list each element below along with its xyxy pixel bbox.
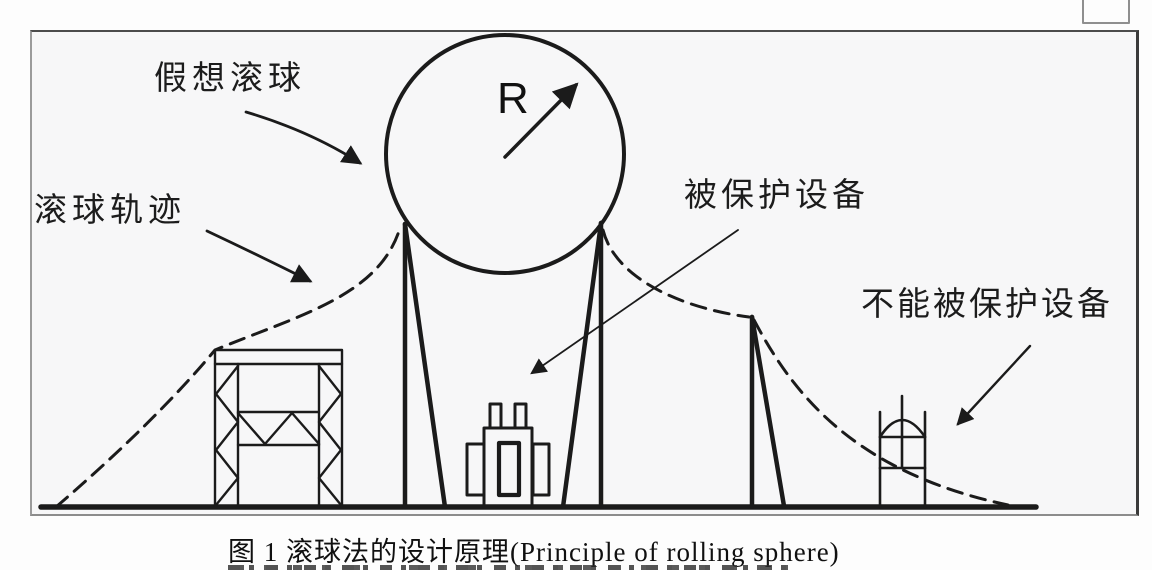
lightning-mast-far-right [749,314,787,509]
unprotected-equipment-arrow [956,344,1032,426]
lightning-mast-right [560,220,604,510]
label-protected-equipment: 被保护设备 [684,178,869,214]
label-unprotected-equipment: 不能被保护设备 [861,287,1113,323]
protected-equipment-arrow [530,229,739,375]
tower-right-truss [317,364,343,507]
rolling-sphere-circle [384,33,626,275]
trajectory-arrow [205,229,313,283]
tower-left-truss [214,364,240,507]
label-radius: R [497,74,529,123]
label-sphere-trajectory: 滚球轨迹 [34,193,186,229]
transformer-equipment [465,402,551,509]
label-imaginary-sphere: 假想滚球 [154,61,306,97]
outer-corner-mark [1082,0,1130,24]
imaginary-sphere-arrow [244,110,363,165]
unprotected-structure [878,394,927,509]
figure-caption: 图 1 滚球法的设计原理(Principle of rolling sphere… [228,537,840,567]
gantry-tower [213,348,344,509]
clipped-next-text-row [228,565,788,570]
lightning-mast-left [402,221,448,510]
tower-mid-truss [236,411,321,446]
radius-arrow [503,82,579,159]
trajectory-dashed-curve-right [601,228,1010,507]
